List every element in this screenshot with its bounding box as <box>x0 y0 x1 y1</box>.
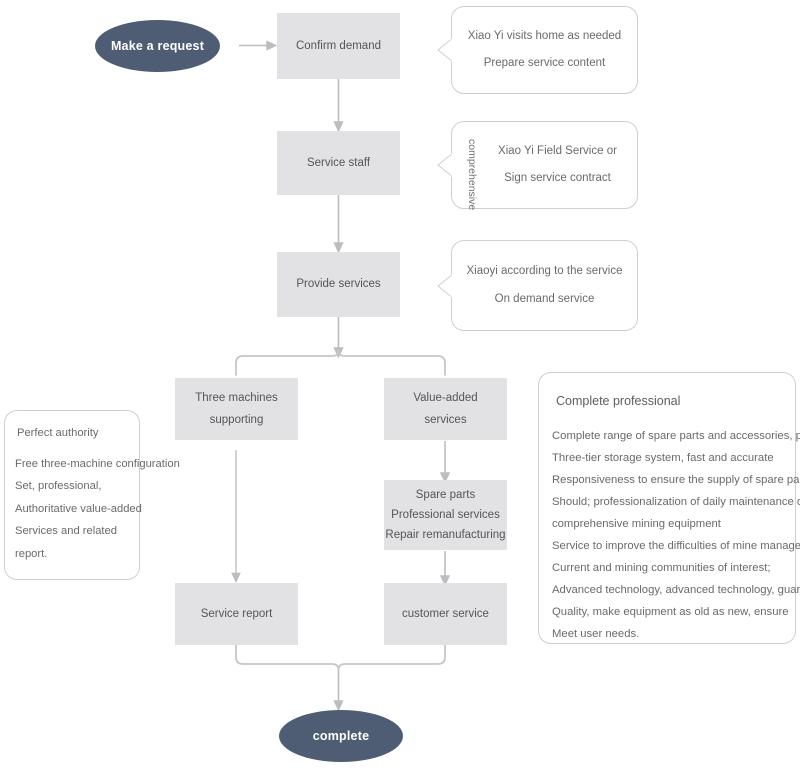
panel-complete-professional-title: Complete professional <box>556 394 681 408</box>
node-three-machines-line1: Three machines <box>195 391 278 404</box>
node-service-report-label: Service report <box>200 607 273 620</box>
panel-text-line: Services and related <box>15 525 117 538</box>
panel-text-line: comprehensive mining equipment <box>552 518 721 531</box>
node-value-added-services[interactable]: Value-added services <box>384 378 507 440</box>
merge-brace-bottom <box>235 644 446 671</box>
callout-tail-icon <box>437 37 453 63</box>
panel-text-line: Complete range of spare parts and access… <box>552 430 800 442</box>
node-spare-parts-line1: Spare parts <box>415 488 476 501</box>
node-service-staff[interactable]: Service staff <box>277 131 400 195</box>
panel-perfect-authority[interactable]: Perfect authority Free three-machine con… <box>4 410 180 580</box>
node-provide-services-label: Provide services <box>296 278 381 291</box>
panel-complete-professional[interactable]: Complete professional Complete range of … <box>538 372 800 645</box>
panel-text-line: Responsiveness to ensure the supply of s… <box>552 474 800 487</box>
node-three-machines-supporting[interactable]: Three machines supporting <box>175 378 298 440</box>
start-label: Make a request <box>110 39 205 53</box>
panel-text-line: Meet user needs. <box>552 628 640 641</box>
split-brace-top <box>235 349 446 376</box>
callout-two-line2: Sign service contract <box>504 172 611 184</box>
callout-two-line1: Xiao Yi Field Service or <box>498 144 617 157</box>
node-customer-service-label: customer service <box>402 607 489 620</box>
callout-one-line1: Xiao Yi visits home as needed <box>467 29 622 42</box>
panel-text-line: Advanced technology, advanced technology… <box>552 584 800 597</box>
panel-text-line: report. <box>15 547 48 560</box>
panel-text-line: Service to improve the difficulties of m… <box>552 540 800 553</box>
panel-text-line: Current and mining communities of intere… <box>552 562 771 575</box>
node-service-report[interactable]: Service report <box>175 583 298 645</box>
callout-two-side-label: comprehensive <box>466 139 478 211</box>
panel-text-line: Should; professionalization of daily mai… <box>552 496 800 509</box>
node-three-machines-line2: supporting <box>209 414 264 426</box>
end-terminator[interactable]: complete <box>279 710 403 762</box>
node-spare-parts[interactable]: Spare parts Professional services Repair… <box>384 480 507 550</box>
callout-provide-services[interactable]: Xiaoyi according to the service On deman… <box>437 240 638 331</box>
node-spare-parts-line2: Professional services <box>391 508 500 521</box>
node-provide-services[interactable]: Provide services <box>277 252 400 317</box>
node-value-added-line1: Value-added <box>413 391 478 404</box>
callout-confirm-demand[interactable]: Xiao Yi visits home as needed Prepare se… <box>437 6 638 94</box>
node-spare-parts-line3: Repair remanufacturing <box>385 529 506 542</box>
node-confirm-demand[interactable]: Confirm demand <box>277 13 400 79</box>
callout-three-line1: Xiaoyi according to the service <box>466 265 623 278</box>
end-label: complete <box>312 729 370 743</box>
panel-text-line: Free three-machine configuration <box>15 458 180 470</box>
callout-service-staff[interactable]: comprehensive Xiao Yi Field Service or S… <box>437 121 638 211</box>
panel-complete-professional-lines: Complete range of spare parts and access… <box>552 425 800 645</box>
panel-perfect-authority-title: Perfect authority <box>17 427 99 439</box>
panel-text-line: Three-tier storage system, fast and accu… <box>552 452 774 465</box>
start-terminator[interactable]: Make a request <box>95 20 220 72</box>
node-value-added-line2: services <box>424 414 467 426</box>
panel-text-line: Authoritative value-added <box>15 502 142 515</box>
callout-tail-icon <box>437 273 453 298</box>
callout-tail-icon <box>437 152 453 178</box>
node-service-staff-label: Service staff <box>306 156 371 169</box>
callout-three-line2: On demand service <box>494 292 595 305</box>
callout-one-line2: Prepare service content <box>483 57 606 69</box>
panel-text-line: Set, professional, <box>15 480 102 493</box>
panel-text-line: Quality, make equipment as old as new, e… <box>552 606 789 619</box>
node-confirm-demand-label: Confirm demand <box>295 39 381 52</box>
node-customer-service[interactable]: customer service <box>384 583 507 645</box>
